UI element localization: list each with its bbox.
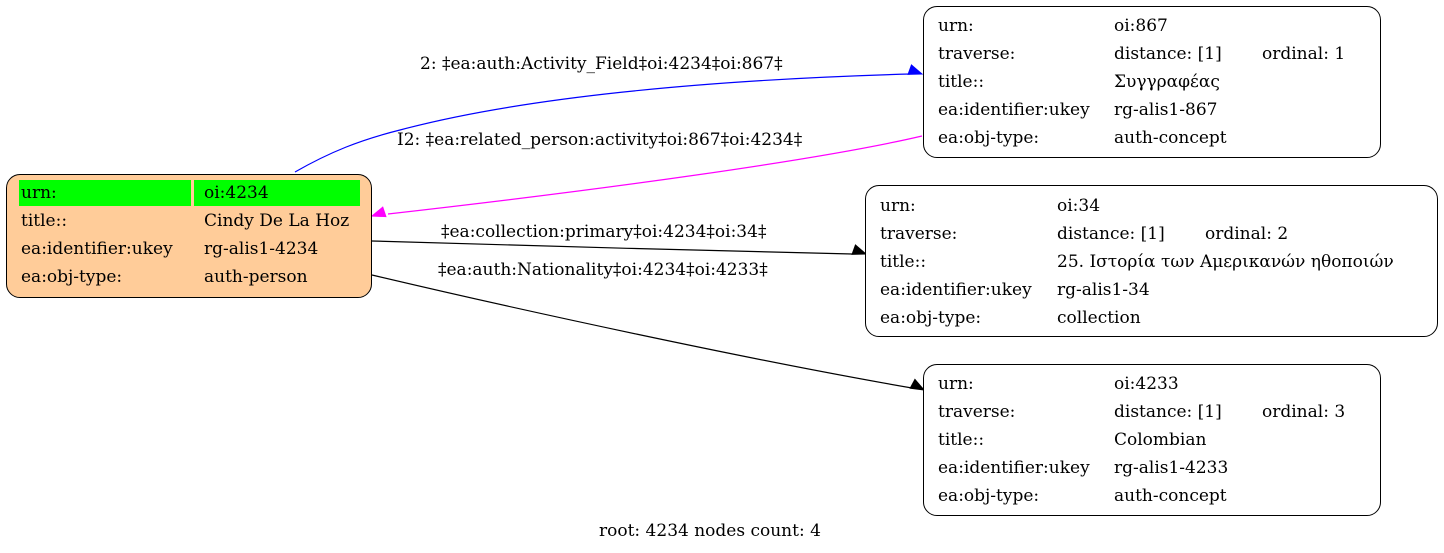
node-field-key: ea:identifier:ukey xyxy=(938,100,1090,120)
edge-e4-label: ‡ea:auth:Nationality‡oi:4234‡oi:4233‡ xyxy=(438,260,768,280)
node-field-value: distance: [1] xyxy=(1114,402,1222,422)
node-n34[interactable]: urn: oi:34 traverse: distance: [1] ordinal: … xyxy=(865,185,1438,337)
node-field-key: ea:obj-type: xyxy=(21,267,123,287)
node-field-key: urn: xyxy=(21,183,57,203)
node-field-value: oi:4233 xyxy=(1114,374,1179,394)
edge-e3-label: ‡ea:collection:primary‡oi:4234‡oi:34‡ xyxy=(441,222,767,242)
edge-e1-label: 2: ‡ea:auth:Activity_Field‡oi:4234‡oi:86… xyxy=(420,54,783,74)
urn-key-highlight xyxy=(19,180,191,206)
edge-e4-arrowhead xyxy=(909,378,926,391)
node-field-value: rg-alis1-34 xyxy=(1057,280,1150,300)
node-field-key: traverse: xyxy=(880,224,958,244)
node-field-value: Συγγραφέας xyxy=(1114,72,1220,92)
node-field-key: urn: xyxy=(938,374,974,394)
node-field-value: rg-alis1-4234 xyxy=(204,239,319,259)
node-field-ordinal: ordinal: 3 xyxy=(1262,402,1346,422)
node-field-value: auth-concept xyxy=(1114,128,1227,148)
node-field-key: ea:identifier:ukey xyxy=(21,239,173,259)
node-field-key: urn: xyxy=(880,196,916,216)
edge-e3-arrowhead xyxy=(851,244,868,255)
node-field-key: ea:obj-type: xyxy=(880,308,982,328)
edge-e2-line xyxy=(387,135,923,215)
edge-e2-label: I2: ‡ea:related_person:activity‡oi:867‡o… xyxy=(397,130,803,150)
node-n867[interactable]: urn: oi:867 traverse: distance: [1] ordinal:… xyxy=(923,6,1381,158)
node-field-key: ea:identifier:ukey xyxy=(938,458,1090,478)
node-field-value: oi:34 xyxy=(1057,196,1101,216)
node-field-key: traverse: xyxy=(938,44,1016,64)
edge-e1-line xyxy=(294,73,911,173)
node-field-value: distance: [1] xyxy=(1114,44,1222,64)
node-field-value: rg-alis1-4233 xyxy=(1114,458,1229,478)
node-field-ordinal: ordinal: 1 xyxy=(1262,44,1346,64)
node-field-key: traverse: xyxy=(938,402,1016,422)
node-field-value: auth-person xyxy=(204,267,308,287)
node-field-key: ea:obj-type: xyxy=(938,128,1040,148)
node-field-value: distance: [1] xyxy=(1057,224,1165,244)
urn-value-highlight xyxy=(194,180,360,206)
node-field-key: ea:obj-type: xyxy=(938,486,1040,506)
edge-e1-arrowhead xyxy=(907,64,924,75)
edge-e3-line xyxy=(371,240,853,255)
node-field-value: rg-alis1-867 xyxy=(1114,100,1218,120)
edge-e4-line xyxy=(371,274,913,389)
node-field-value: oi:867 xyxy=(1114,16,1168,36)
node-field-value: collection xyxy=(1057,308,1141,328)
node-field-value: auth-concept xyxy=(1114,486,1227,506)
node-field-ordinal: ordinal: 2 xyxy=(1205,224,1289,244)
node-field-key: title:: xyxy=(938,430,985,450)
node-field-key: urn: xyxy=(938,16,974,36)
node-field-key: title:: xyxy=(938,72,985,92)
node-field-key: ea:identifier:ukey xyxy=(880,280,1032,300)
node-field-value: Colombian xyxy=(1114,430,1207,450)
node-field-value: 25. Ιστορία των Αμερικανών ηθοποιών xyxy=(1057,252,1394,272)
node-field-value: oi:4234 xyxy=(204,183,269,203)
graph-footer: root: 4234 nodes count: 4 xyxy=(599,521,821,541)
node-field-value: Cindy De La Hoz xyxy=(204,211,350,231)
edge-e2-arrowhead xyxy=(370,206,387,218)
node-field-key: title:: xyxy=(880,252,927,272)
node-n4233[interactable]: urn: oi:4233 traverse: distance: [1] ordinal… xyxy=(923,364,1381,516)
node-field-key: title:: xyxy=(21,211,68,231)
